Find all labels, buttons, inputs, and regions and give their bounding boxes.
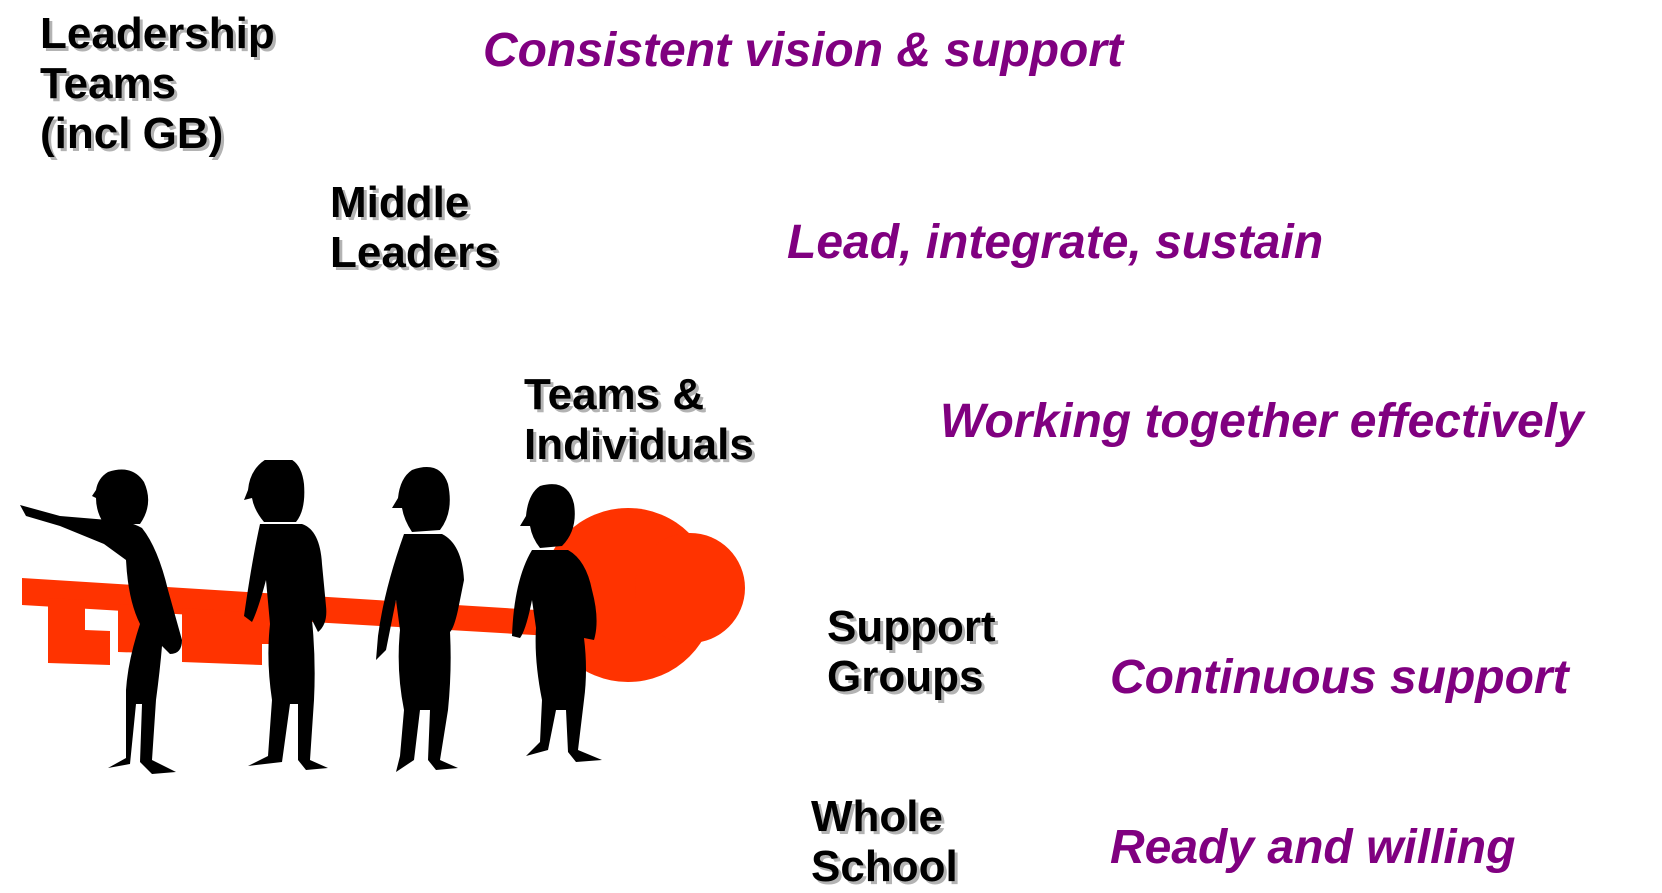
whole-school-label-line-1: Whole — [811, 792, 943, 841]
teams-individuals-label-line-1: Teams & — [524, 370, 705, 419]
teams-individuals-description: Working together effectively — [940, 395, 1584, 448]
figure-4-icon — [512, 484, 602, 762]
leadership-teams-label-line-3: (incl GB) — [40, 109, 224, 158]
key-bow-icon — [541, 508, 745, 682]
figure-1-icon — [20, 469, 182, 774]
middle-leaders-label: Middle Leaders — [330, 178, 499, 278]
leadership-teams-label-line-2: Teams — [40, 59, 177, 108]
support-groups-label-line-2: Groups — [827, 652, 984, 701]
whole-school-label: Whole School — [811, 792, 958, 892]
support-groups-description: Continuous support — [1110, 651, 1569, 704]
whole-school-label-line-2: School — [811, 842, 958, 891]
leadership-description: Consistent vision & support — [483, 24, 1124, 77]
figure-3-icon — [376, 467, 464, 772]
middle-leaders-description: Lead, integrate, sustain — [787, 216, 1324, 269]
middle-leaders-label-line-1: Middle — [330, 178, 470, 227]
teams-individuals-label-line-2: Individuals — [524, 420, 754, 469]
middle-leaders-label-line-2: Leaders — [330, 228, 499, 277]
leadership-teams-label: Leadership Teams (incl GB) — [40, 9, 275, 159]
leadership-teams-label-line-1: Leadership — [40, 9, 275, 58]
figure-2-icon — [244, 460, 328, 770]
whole-school-description: Ready and willing — [1110, 821, 1516, 874]
support-groups-label-line-1: Support — [827, 602, 996, 651]
people-carrying-key-icon — [20, 460, 745, 774]
teams-individuals-label: Teams & Individuals — [524, 370, 754, 470]
support-groups-label: Support Groups — [827, 602, 996, 702]
